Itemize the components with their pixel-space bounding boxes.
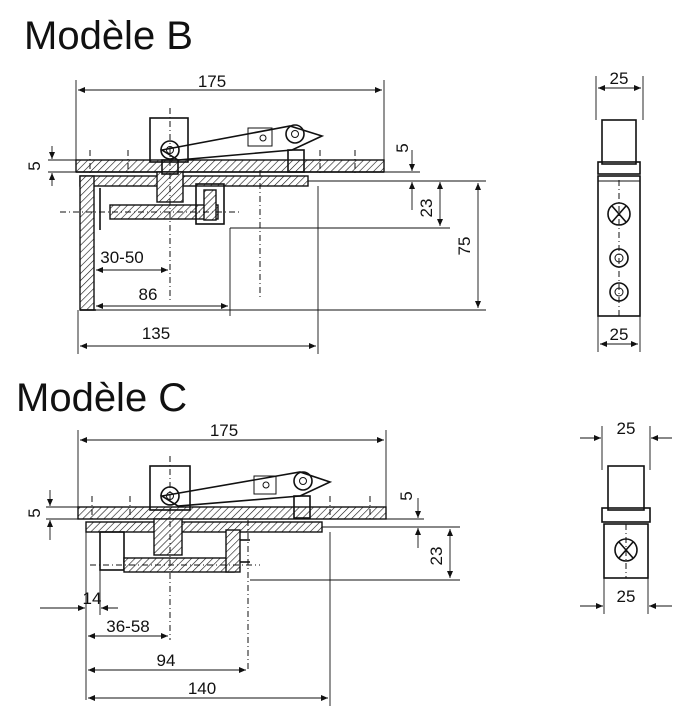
model-c-dim-length: 140 [188, 679, 216, 698]
model-b-dim-plate: 5 [25, 161, 44, 170]
model-c-dim-side-top: 25 [617, 419, 636, 438]
model-b-screw [287, 149, 305, 173]
model-c-dim-gap: 5 [397, 491, 416, 500]
model-c-adjust-bolt [123, 557, 235, 573]
model-c-side-view: 25 25 [580, 419, 672, 614]
model-b-dim-height: 75 [455, 237, 474, 256]
model-b-dim-length: 135 [142, 324, 170, 343]
model-c-pivot-spindle [153, 518, 183, 556]
model-c-arm [159, 471, 333, 507]
model-b-dimensions: 175 5 5 23 75 30-50 [25, 72, 486, 354]
model-c-dim-range: 36-58 [106, 617, 149, 636]
model-c-dimensions: 175 5 5 23 14 36-58 [25, 421, 460, 706]
model-b-frame-side [79, 175, 95, 311]
model-b-side-view: 25 25 [595, 69, 644, 352]
model-c-dim-side-bottom: 25 [617, 587, 636, 606]
model-b-front-view [60, 108, 418, 311]
model-b-dim-width-top: 175 [198, 72, 226, 91]
model-c-screw [293, 495, 311, 519]
model-b-arm [159, 125, 325, 161]
model-b-frame-top [79, 175, 309, 187]
model-c-dim-width-top: 175 [210, 421, 238, 440]
model-b-dim-axis: 86 [139, 285, 158, 304]
model-c-title: Modèle C [16, 376, 188, 420]
model-b-title: Modèle B [24, 14, 193, 58]
model-c-frame-top [85, 521, 323, 533]
model-c-dim-axis: 94 [157, 651, 176, 670]
model-c-dim-offset: 14 [83, 589, 102, 608]
model-b-dim-side-bottom: 25 [610, 325, 629, 344]
model-b-dim-range: 30-50 [100, 248, 143, 267]
model-b-dim-gap: 5 [393, 143, 412, 152]
model-c-dim-plate: 5 [25, 508, 44, 517]
model-b-dim-side-top: 25 [610, 69, 629, 88]
model-b-top-plate [75, 159, 385, 173]
model-c-front-view [77, 456, 424, 670]
model-b-pivot-box [149, 117, 189, 163]
model-b-dim-depth: 23 [417, 199, 436, 218]
model-c-top-plate [77, 506, 387, 520]
model-c-dim-depth: 23 [427, 547, 446, 566]
